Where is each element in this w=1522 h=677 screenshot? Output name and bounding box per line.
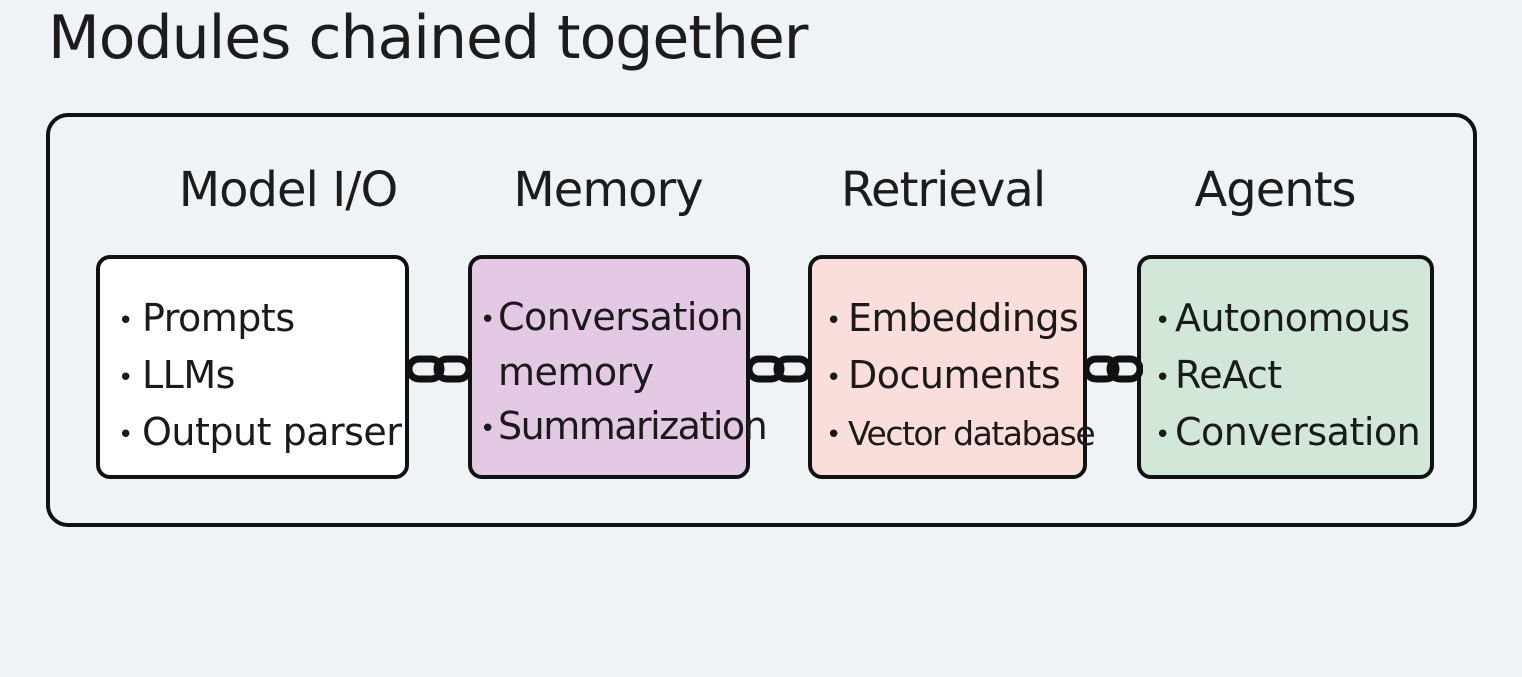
- item-conversation-agent: Conversation: [1175, 410, 1421, 454]
- list-item: •Prompts: [118, 296, 295, 340]
- item-react: ReAct: [1175, 353, 1282, 397]
- item-llms: LLMs: [142, 353, 235, 397]
- item-vector-database: Vector database: [848, 414, 1096, 453]
- list-item: •Output parser: [118, 410, 402, 454]
- module-box-retrieval: •Embeddings •Documents •Vector database: [808, 255, 1096, 479]
- chain-link-icon: [406, 355, 472, 383]
- list-item: memory: [480, 346, 766, 398]
- list-item: •Conversation: [1155, 410, 1421, 454]
- item-prompts: Prompts: [142, 296, 295, 340]
- list-item: •Vector database: [826, 414, 1096, 453]
- list-item: •Summarization: [480, 404, 768, 448]
- item-conversation: Conversation: [498, 295, 744, 339]
- list-item: •ReAct: [1155, 353, 1282, 397]
- header-retrieval: Retrieval: [840, 162, 1046, 218]
- header-agents: Agents: [1194, 162, 1356, 218]
- chain-link-icon: [1083, 355, 1143, 383]
- header-model-io: Model I/O: [178, 162, 398, 218]
- list-item: •LLMs: [118, 353, 235, 397]
- list-item: •Conversation: [480, 295, 744, 339]
- item-embeddings: Embeddings: [848, 296, 1079, 340]
- item-summarization: Summarization: [498, 404, 768, 448]
- chain-link-icon: [746, 355, 812, 383]
- module-box-memory: •Conversation memory •Summarization: [468, 255, 768, 479]
- module-box-agents: •Autonomous •ReAct •Conversation: [1137, 255, 1434, 479]
- item-output-parser: Output parser: [142, 410, 402, 454]
- header-memory: Memory: [513, 162, 703, 218]
- item-documents: Documents: [848, 353, 1061, 397]
- item-autonomous: Autonomous: [1175, 296, 1410, 340]
- module-box-model-io: •Prompts •LLMs •Output parser: [96, 255, 409, 479]
- item-memory: memory: [498, 350, 654, 394]
- diagram-title: Modules chained together: [48, 3, 808, 73]
- list-item: •Autonomous: [1155, 296, 1410, 340]
- list-item: •Documents: [826, 353, 1061, 397]
- list-item: •Embeddings: [826, 296, 1079, 340]
- modules-container: [46, 113, 1477, 527]
